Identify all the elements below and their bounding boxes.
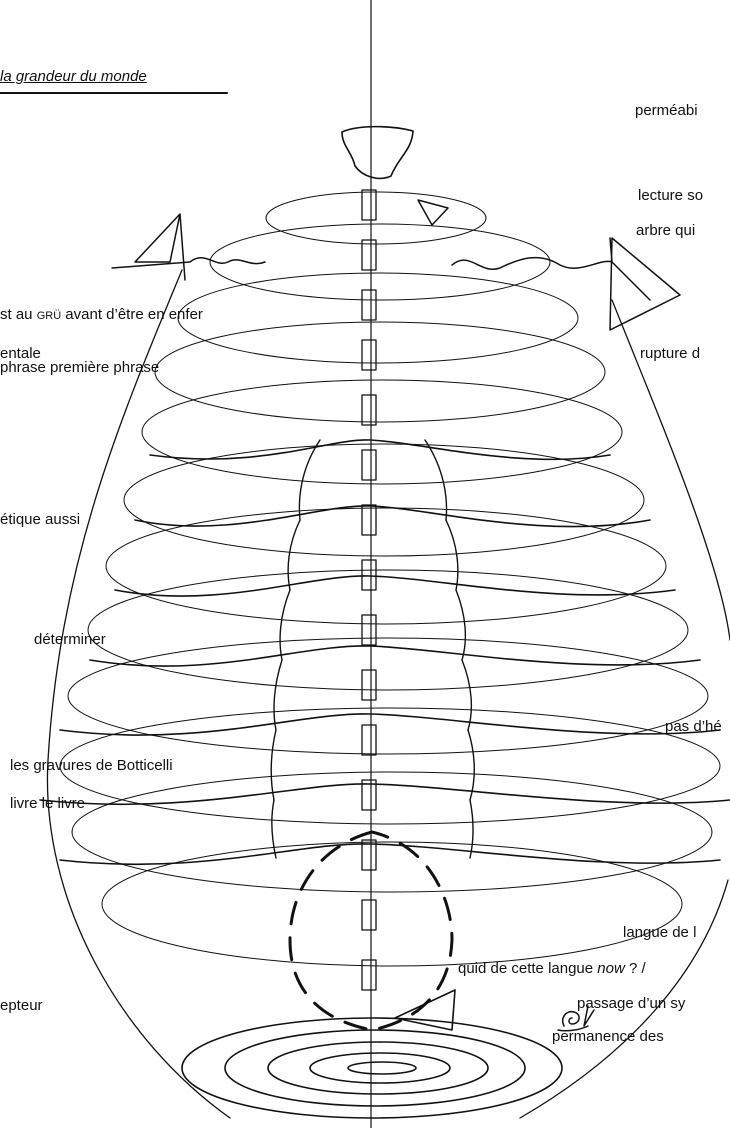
left-label-3: phrase première phrase <box>0 359 159 377</box>
left-label-1-part-c: avant d’être en enfer <box>61 306 203 323</box>
arrow-ladder <box>271 440 474 858</box>
left-label-8: epteur <box>0 997 43 1015</box>
left-label-1-part-b: grü <box>37 306 61 323</box>
dashed-column <box>362 190 376 990</box>
right-label-5: pas d’hé <box>665 718 722 736</box>
left-flag <box>112 214 265 280</box>
right-flag <box>452 238 680 330</box>
branch-lines <box>40 440 730 864</box>
bottom-spiral <box>182 1018 562 1118</box>
left-label-5: déterminer <box>34 631 106 649</box>
left-label-1: st au grü avant d’être en enfer <box>0 306 203 324</box>
right-label-9: permanence des <box>552 1028 664 1046</box>
right-label-7-part-c: ? / <box>625 960 646 977</box>
page-title: la grandeur du monde <box>0 68 147 86</box>
right-label-8: passage d’un sy <box>577 995 685 1013</box>
right-label-4: rupture d <box>640 345 700 363</box>
top-small-triangle <box>418 200 448 225</box>
bottom-triangle <box>395 990 455 1030</box>
left-label-1-part-a: st au <box>0 306 37 323</box>
right-label-3: arbre qui <box>636 222 695 240</box>
left-label-4: étique aussi <box>0 511 80 529</box>
right-label-7: quid de cette langue now ? / <box>458 960 646 978</box>
right-label-6: langue de l <box>623 924 696 942</box>
right-label-2: lecture so <box>638 187 703 205</box>
right-label-7-part-a: quid de cette langue <box>458 960 597 977</box>
left-label-7: livre le livre <box>10 795 85 813</box>
right-label-1: perméabi <box>635 102 698 120</box>
left-label-6: les gravures de Botticelli <box>10 757 173 775</box>
top-shield-shape <box>342 127 413 179</box>
right-label-7-part-b: now <box>597 960 625 977</box>
